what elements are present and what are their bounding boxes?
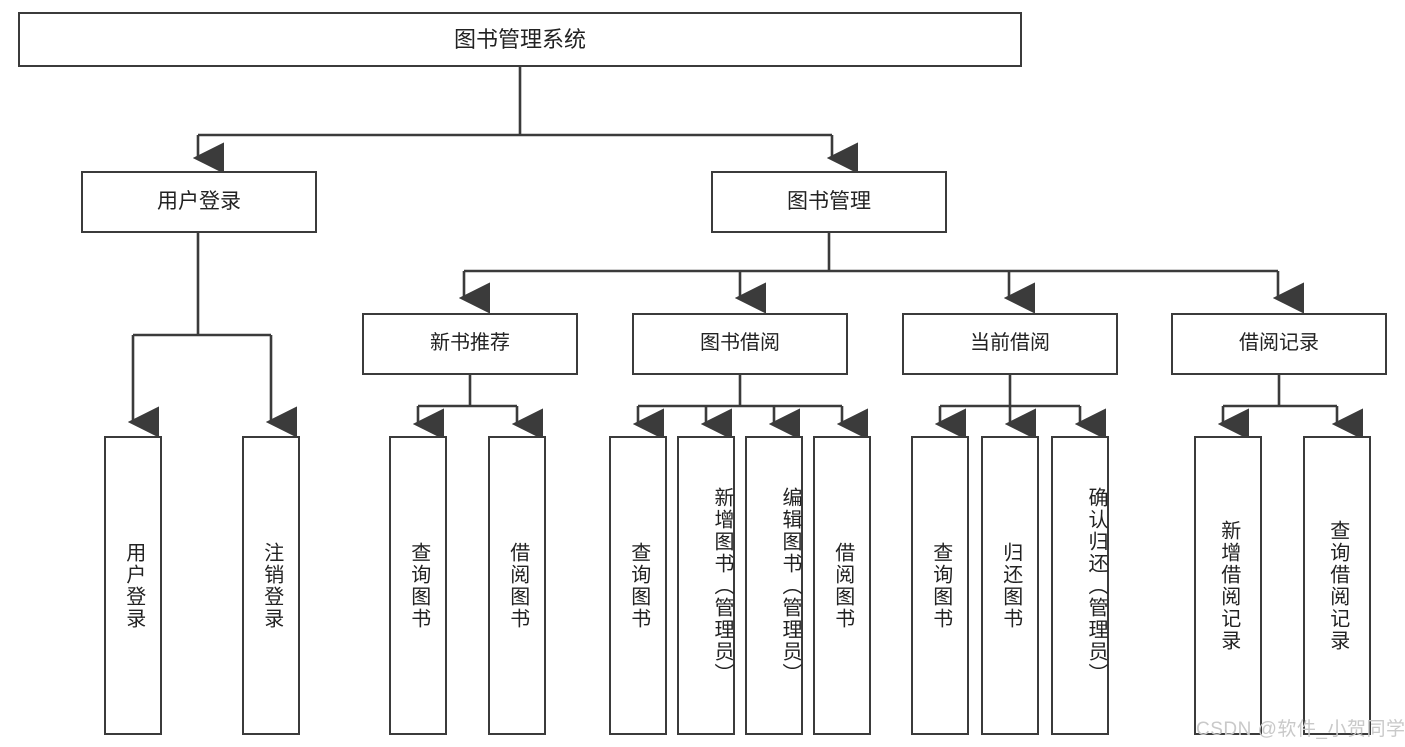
node-label: 注销登录 <box>260 541 283 630</box>
node-book-borrow[interactable]: 图书借阅 <box>632 313 848 375</box>
node-label: 查询图书 <box>407 541 430 630</box>
node-label: 查询图书 <box>627 541 650 630</box>
leaf-query-book-current[interactable]: 查询图书 <box>911 436 969 735</box>
node-new-book-recommend[interactable]: 新书推荐 <box>362 313 578 375</box>
leaf-query-borrow-record[interactable]: 查询借阅记录 <box>1303 436 1371 735</box>
node-current-borrow[interactable]: 当前借阅 <box>902 313 1118 375</box>
node-book-management[interactable]: 图书管理 <box>711 171 947 233</box>
node-label: 用户登录 <box>157 189 241 213</box>
node-label: 查询图书 <box>929 541 952 630</box>
leaf-edit-book-admin[interactable]: 编辑图书（管理员） <box>745 436 803 735</box>
leaf-user-login[interactable]: 用户登录 <box>104 436 162 735</box>
leaf-borrow-book-recommend[interactable]: 借阅图书 <box>488 436 546 735</box>
node-label: 确认归还（管理员） <box>1085 486 1107 685</box>
node-root-system[interactable]: 图书管理系统 <box>18 12 1022 67</box>
node-label: 归还图书 <box>999 541 1022 630</box>
node-label: 新书推荐 <box>430 332 510 355</box>
leaf-query-book-borrow[interactable]: 查询图书 <box>609 436 667 735</box>
node-label: 图书管理系统 <box>453 26 586 52</box>
leaf-query-book-recommend[interactable]: 查询图书 <box>389 436 447 735</box>
node-borrow-record[interactable]: 借阅记录 <box>1171 313 1387 375</box>
node-label: 新增图书（管理员） <box>711 486 733 685</box>
node-label: 查询借阅记录 <box>1326 519 1349 652</box>
node-label: 借阅图书 <box>506 541 529 630</box>
node-label: 图书借阅 <box>700 332 780 355</box>
node-label: 借阅图书 <box>831 541 854 630</box>
node-label: 新增借阅记录 <box>1217 519 1240 652</box>
leaf-add-book-admin[interactable]: 新增图书（管理员） <box>677 436 735 735</box>
leaf-add-borrow-record[interactable]: 新增借阅记录 <box>1194 436 1262 735</box>
leaf-confirm-return-admin[interactable]: 确认归还（管理员） <box>1051 436 1109 735</box>
leaf-return-book[interactable]: 归还图书 <box>981 436 1039 735</box>
leaf-logout-login[interactable]: 注销登录 <box>242 436 300 735</box>
node-label: 图书管理 <box>787 189 871 213</box>
node-label: 编辑图书（管理员） <box>779 486 801 685</box>
node-user-login[interactable]: 用户登录 <box>81 171 317 233</box>
node-label: 借阅记录 <box>1239 332 1319 355</box>
leaf-borrow-book-borrow[interactable]: 借阅图书 <box>813 436 871 735</box>
csdn-watermark: CSDN @软件_小贺同学 <box>1196 719 1405 740</box>
node-label: 当前借阅 <box>970 332 1050 355</box>
node-label: 用户登录 <box>122 541 145 630</box>
